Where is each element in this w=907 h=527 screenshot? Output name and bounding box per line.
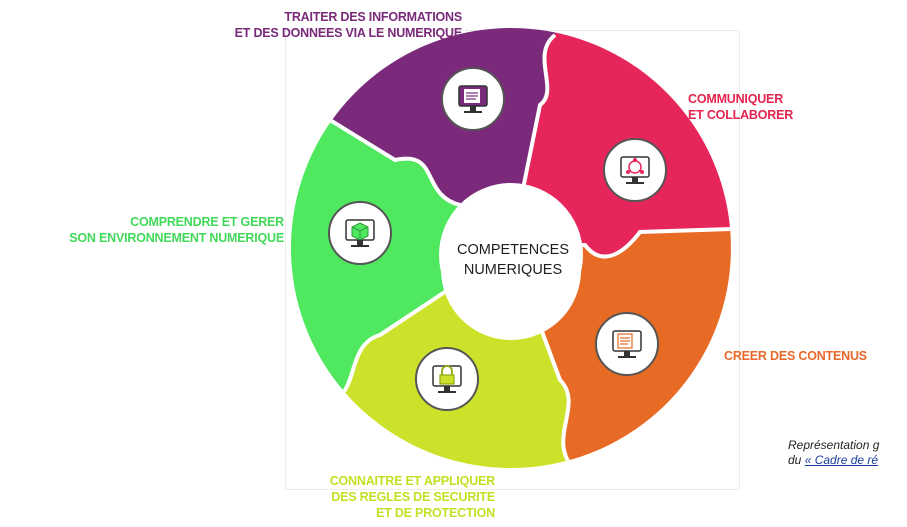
cube-monitor-icon[interactable] [328, 201, 392, 265]
label-creer: CREER DES CONTENUS [724, 349, 867, 363]
label-securite: CONNAITRE ET APPLIQUER DES REGLES DE SEC… [329, 474, 495, 520]
lock-monitor-icon[interactable] [415, 347, 479, 411]
label-communiquer: COMMUNIQUER ET COLLABORER [688, 92, 794, 122]
network-monitor-icon[interactable] [603, 138, 667, 202]
label-environnement: COMPRENDRE ET GERER SON ENVIRONNEMENT NU… [69, 215, 284, 245]
figure-caption: Représentation g du « Cadre de ré [788, 438, 880, 467]
caption-link[interactable]: « Cadre de ré [804, 453, 879, 467]
center-circle [439, 183, 583, 327]
edit-document-monitor-icon[interactable] [595, 312, 659, 376]
document-monitor-icon[interactable] [441, 67, 505, 131]
center-title: COMPETENCES NUMERIQUES [457, 242, 569, 278]
label-information: TRAITER DES INFORMATIONS ET DES DONNEES … [234, 10, 463, 40]
